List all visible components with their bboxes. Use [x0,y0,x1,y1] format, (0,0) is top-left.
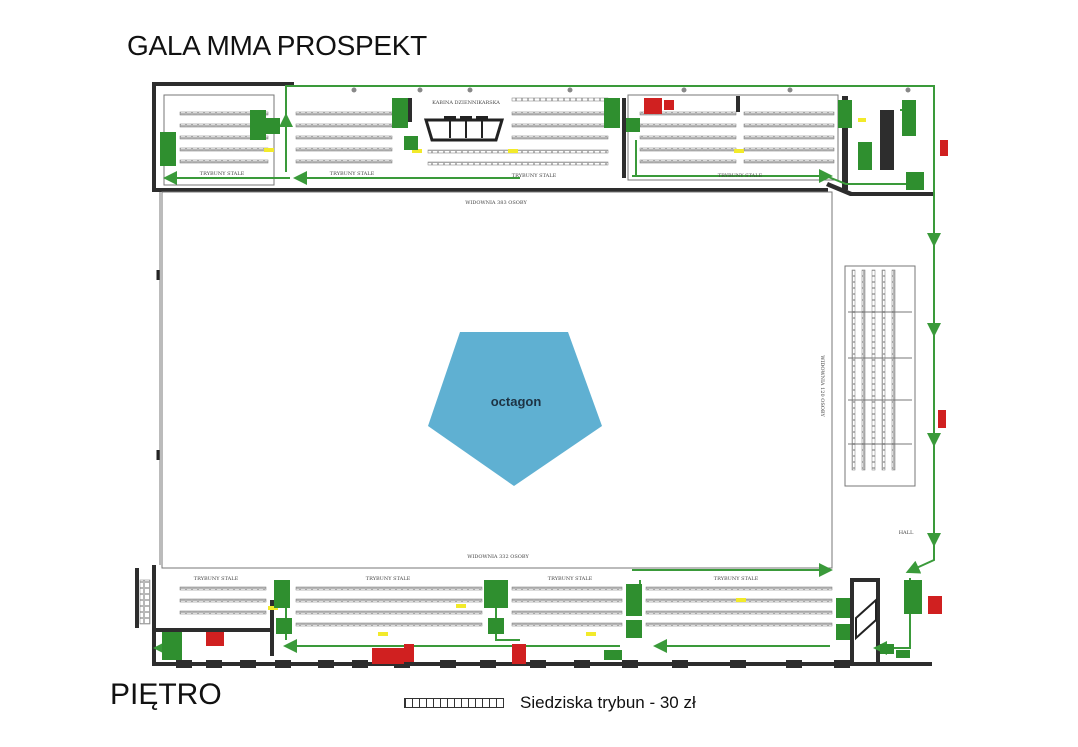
legend: Siedziska trybun - 30 zł [404,693,696,713]
press-box [423,116,505,142]
stair-block [855,597,877,641]
audience-right-label: WIDOWNIA 120 OSOBY [819,355,825,417]
stands-bottom-1-label: TRYBUNY STALE [194,576,239,582]
stands-top-mid-label: TRYBUNY STALE [330,171,375,177]
stands-bottom-2-label: TRYBUNY STALE [366,576,411,582]
bottom-seating [139,579,833,627]
right-seating [848,269,912,471]
stands-top-center-label: TRYBUNY STALE [512,173,557,179]
emergency-lights [264,118,866,636]
stands-bottom-4-label: TRYBUNY STALE [714,576,759,582]
fire-equipment-signs [206,98,948,664]
floor-label: PIĘTRO [110,678,222,711]
page-title: GALA MMA PROSPEKT [127,30,427,61]
exit-signs [160,98,924,660]
octagon-stage [428,332,602,486]
stands-top-right-label: TRYBUNY STALE [718,173,763,179]
audience-bottom-label: WIDOWNIA 332 OSOBY [467,554,529,560]
stands-bottom-3-label: TRYBUNY STALE [548,576,593,582]
press-box-label: KABINA DZIENNIKARSKA [432,100,500,106]
octagon-label: octagon [491,394,542,409]
audience-top-label: WIDOWNIA 383 OSOBY [465,200,527,206]
inner-outlines [156,94,916,569]
seat-legend-swatch [404,698,504,708]
hall-label: HALL [899,530,914,536]
stands-top-left-label: TRYBUNY STALE [200,171,245,177]
seat-legend-label: Siedziska trybun - 30 zł [520,693,696,712]
